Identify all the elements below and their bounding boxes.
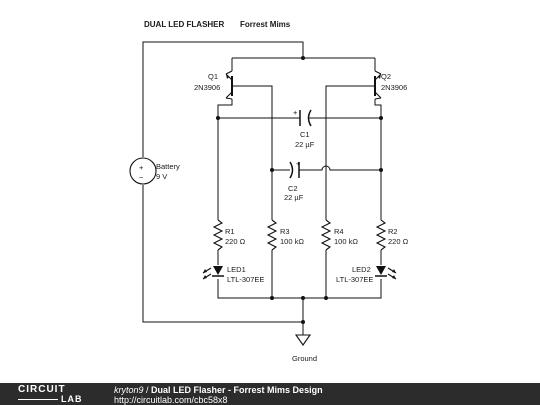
r3-ref: R3 (280, 227, 290, 236)
capacitor-c2[interactable] (289, 161, 300, 179)
schematic-title: DUAL LED FLASHER (144, 20, 225, 29)
battery-plus: + (139, 163, 144, 172)
r1-value: 220 Ω (225, 237, 246, 246)
r2-value: 220 Ω (388, 237, 409, 246)
c1-polarity: + (293, 108, 298, 117)
ground-icon[interactable] (294, 334, 312, 346)
led2-part: LTL-307EE (336, 275, 373, 284)
c1-value: 22 µF (295, 140, 315, 149)
footer-url[interactable]: http://circuitlab.com/cbc58x8 (114, 395, 228, 405)
battery[interactable] (129, 157, 157, 185)
c1-ref: C1 (300, 130, 310, 139)
q1-ref: Q1 (208, 72, 218, 81)
schematic-diagram: DUAL LED FLASHER Forrest Mims (129, 20, 409, 363)
wiring (142, 41, 382, 335)
resistor-r4[interactable] (320, 219, 332, 251)
footer-bar: CIRCUIT LAB kryton9 / Dual LED Flasher -… (0, 383, 540, 405)
footer-separator: / (143, 385, 152, 395)
schematic-author: Forrest Mims (240, 20, 291, 29)
light-emission-icon (202, 267, 212, 280)
c2-ref: C2 (288, 184, 298, 193)
led2[interactable] (375, 266, 397, 280)
circuitlab-logo[interactable]: CIRCUIT (18, 384, 66, 395)
resistor-r1[interactable] (212, 219, 224, 251)
capacitor-c1[interactable] (299, 109, 312, 127)
light-emission-icon (387, 267, 397, 280)
led1[interactable] (202, 266, 224, 280)
circuitlab-logo-sub: LAB (18, 394, 83, 404)
r1-ref: R1 (225, 227, 235, 236)
schematic-canvas: DUAL LED FLASHER Forrest Mims (129, 20, 409, 363)
r4-ref: R4 (334, 227, 344, 236)
r3-value: 100 kΩ (280, 237, 304, 246)
c2-value: 22 µF (284, 193, 304, 202)
battery-value: 9 V (156, 172, 167, 181)
footer-title-line: kryton9 / Dual LED Flasher - Forrest Mim… (114, 385, 323, 395)
resistor-r2[interactable] (375, 219, 387, 251)
battery-minus: − (139, 173, 144, 182)
c2-polarity: + (296, 159, 301, 168)
junctions (216, 56, 383, 324)
led1-part: LTL-307EE (227, 275, 264, 284)
logo-lab-text: LAB (61, 394, 83, 404)
q2-ref: Q2 (381, 72, 391, 81)
transistor-q2[interactable] (374, 70, 382, 100)
logo-trace-icon (18, 398, 58, 401)
led1-ref: LED1 (227, 265, 246, 274)
q1-part: 2N3906 (194, 83, 220, 92)
ground-label: Ground (292, 354, 317, 363)
r4-value: 100 kΩ (334, 237, 358, 246)
resistor-r3[interactable] (266, 219, 278, 251)
r2-ref: R2 (388, 227, 398, 236)
battery-ref: Battery (156, 162, 180, 171)
footer-design-title: Dual LED Flasher - Forrest Mims Design (151, 385, 323, 395)
transistor-q1[interactable] (225, 70, 233, 100)
led2-ref: LED2 (352, 265, 371, 274)
footer-username[interactable]: kryton9 (114, 385, 144, 395)
q2-part: 2N3906 (381, 83, 407, 92)
